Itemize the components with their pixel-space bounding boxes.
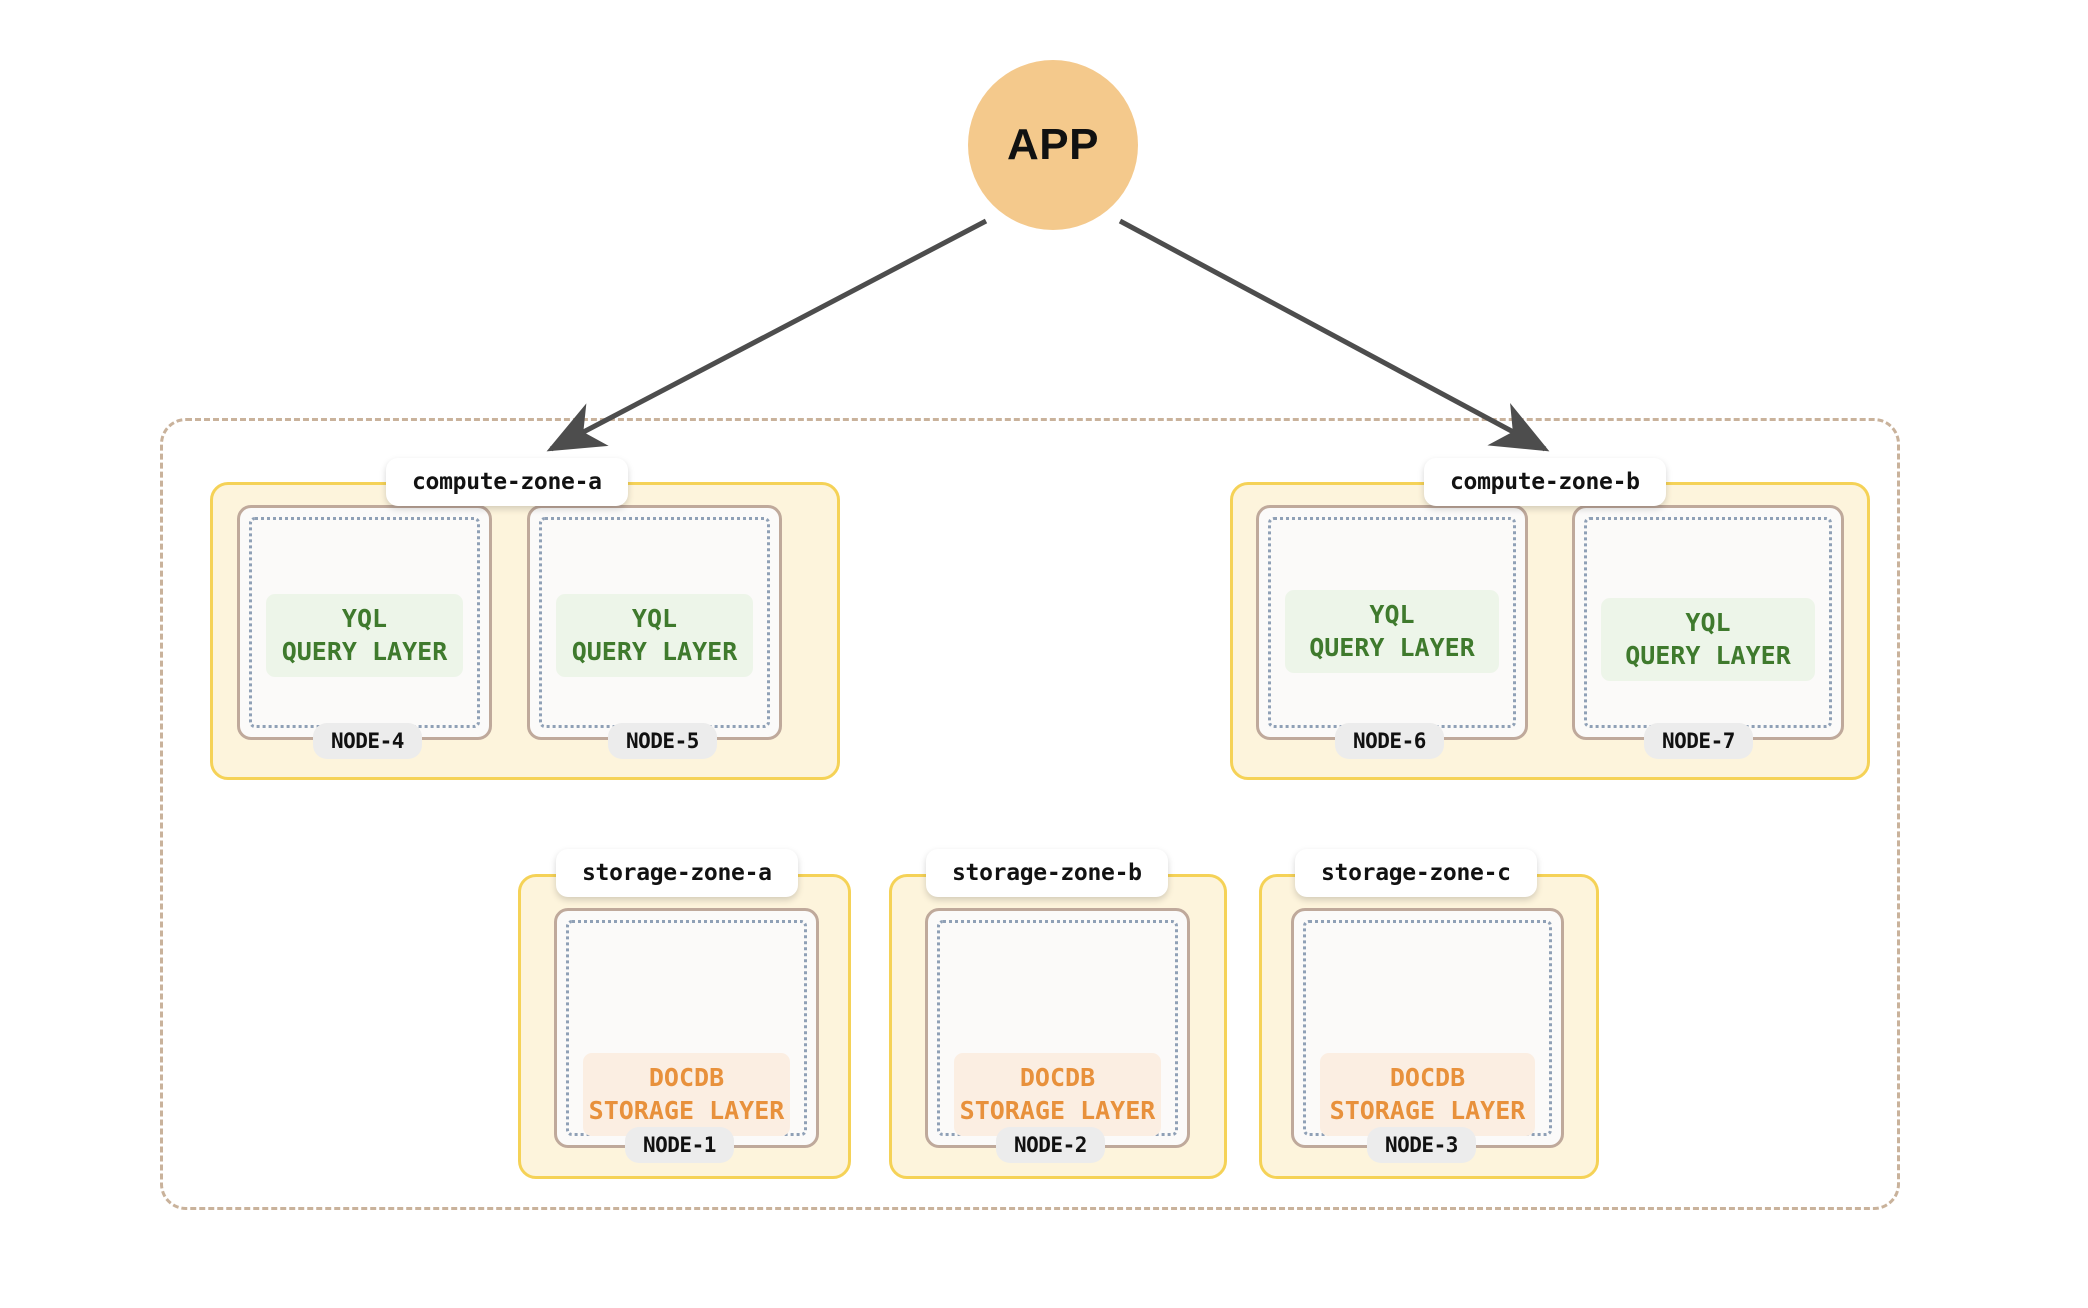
app-label: APP	[1007, 120, 1099, 169]
layer-line-2: QUERY LAYER	[281, 636, 448, 666]
node-badge-NODE-7: NODE-7	[1644, 723, 1753, 759]
node-badge-NODE-1: NODE-1	[625, 1127, 734, 1163]
layer-line-2: STORAGE LAYER	[959, 1095, 1156, 1125]
zone-label-storage-zone-b: storage-zone-b	[926, 849, 1168, 897]
node-NODE-6[interactable]: YQL QUERY LAYER	[1256, 505, 1528, 740]
layer-line-2: QUERY LAYER	[1625, 640, 1791, 670]
node-badge-NODE-2: NODE-2	[996, 1127, 1105, 1163]
layer-line-1: YQL	[341, 604, 388, 633]
layer-chip-yql: YQL QUERY LAYER	[556, 594, 753, 677]
layer-chip-docdb: DOCDB STORAGE LAYER	[1320, 1053, 1535, 1136]
node-badge-NODE-5: NODE-5	[608, 723, 717, 759]
node-inner-frame: YQL QUERY LAYER	[1268, 517, 1516, 728]
edge-app-to-compute-zone-b	[1118, 218, 1550, 452]
layer-line-1: YQL	[1685, 608, 1731, 637]
layer-line-1: YQL	[1369, 600, 1415, 629]
app-client-node[interactable]: APP	[968, 60, 1138, 230]
node-NODE-2[interactable]: DOCDB STORAGE LAYER	[925, 908, 1190, 1148]
node-inner-frame: DOCDB STORAGE LAYER	[566, 920, 807, 1136]
node-inner-frame: YQL QUERY LAYER	[249, 517, 480, 728]
zone-label-compute-zone-b: compute-zone-b	[1424, 458, 1666, 506]
node-inner-frame: YQL QUERY LAYER	[1584, 517, 1832, 728]
node-NODE-3[interactable]: DOCDB STORAGE LAYER	[1291, 908, 1564, 1148]
node-NODE-7[interactable]: YQL QUERY LAYER	[1572, 505, 1844, 740]
node-NODE-1[interactable]: DOCDB STORAGE LAYER	[554, 908, 819, 1148]
layer-chip-docdb: DOCDB STORAGE LAYER	[954, 1053, 1161, 1136]
node-badge-NODE-6: NODE-6	[1335, 723, 1444, 759]
edge-app-to-compute-zone-a	[546, 218, 988, 452]
layer-chip-yql: YQL QUERY LAYER	[266, 594, 463, 677]
node-NODE-4[interactable]: YQL QUERY LAYER	[237, 505, 492, 740]
layer-chip-docdb: DOCDB STORAGE LAYER	[583, 1053, 790, 1136]
node-inner-frame: YQL QUERY LAYER	[539, 517, 770, 728]
zone-label-compute-zone-a: compute-zone-a	[386, 458, 628, 506]
layer-line-1: DOCDB	[1019, 1063, 1096, 1092]
node-NODE-5[interactable]: YQL QUERY LAYER	[527, 505, 782, 740]
layer-line-2: QUERY LAYER	[1309, 632, 1475, 662]
layer-line-2: STORAGE LAYER	[588, 1095, 785, 1125]
zone-label-storage-zone-c: storage-zone-c	[1295, 849, 1537, 897]
layer-line-2: STORAGE LAYER	[1329, 1095, 1526, 1125]
node-badge-NODE-3: NODE-3	[1367, 1127, 1476, 1163]
layer-line-1: DOCDB	[648, 1063, 725, 1092]
layer-line-2: QUERY LAYER	[571, 636, 738, 666]
layer-chip-yql: YQL QUERY LAYER	[1285, 590, 1499, 673]
node-badge-NODE-4: NODE-4	[313, 723, 422, 759]
node-inner-frame: DOCDB STORAGE LAYER	[937, 920, 1178, 1136]
layer-line-1: DOCDB	[1389, 1063, 1466, 1092]
cluster-boundary	[160, 418, 1900, 1210]
zone-label-storage-zone-a: storage-zone-a	[556, 849, 798, 897]
layer-chip-yql: YQL QUERY LAYER	[1601, 598, 1815, 681]
node-inner-frame: DOCDB STORAGE LAYER	[1303, 920, 1552, 1136]
layer-line-1: YQL	[631, 604, 678, 633]
